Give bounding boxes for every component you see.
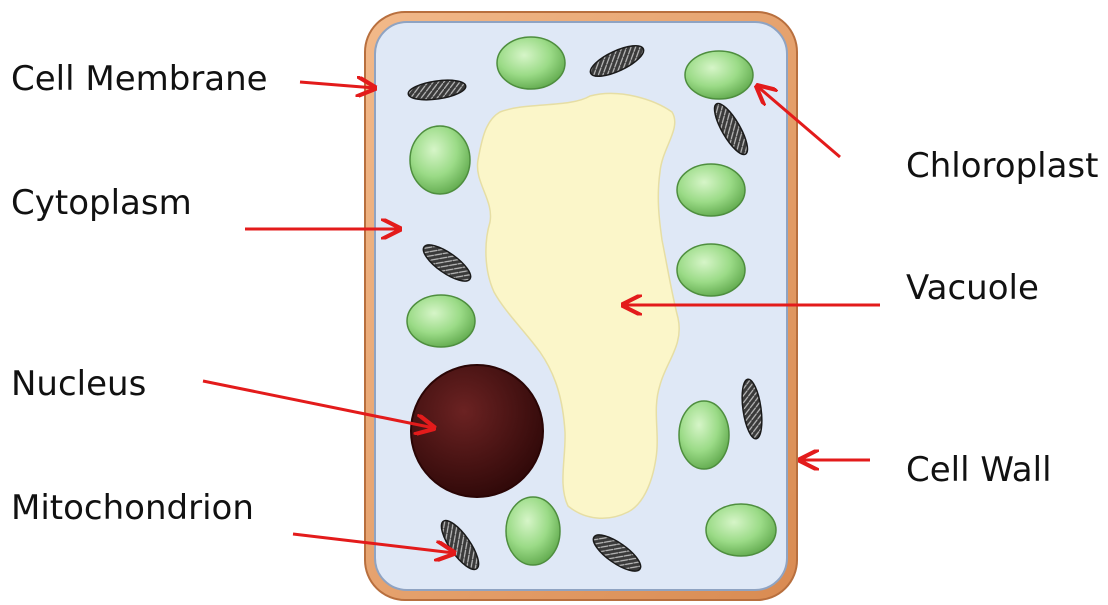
- label-nucleus: Nucleus: [11, 367, 146, 401]
- chloroplast: [677, 244, 745, 296]
- label-chloroplast: Chloroplast: [906, 149, 1098, 183]
- chloroplast: [410, 126, 470, 194]
- arrow-cell-membrane: [300, 82, 375, 88]
- chloroplast: [685, 51, 753, 99]
- nucleus: [411, 365, 543, 497]
- chloroplast: [506, 497, 560, 565]
- chloroplast: [677, 164, 745, 216]
- label-vacuole: Vacuole: [906, 271, 1039, 305]
- label-cell-wall: Cell Wall: [906, 453, 1052, 487]
- chloroplast: [706, 504, 776, 556]
- chloroplast: [407, 295, 475, 347]
- label-mitochondrion: Mitochondrion: [11, 491, 254, 525]
- chloroplast: [497, 37, 565, 89]
- chloroplast: [679, 401, 729, 469]
- label-cytoplasm: Cytoplasm: [11, 186, 192, 220]
- label-cell-membrane: Cell Membrane: [11, 62, 268, 96]
